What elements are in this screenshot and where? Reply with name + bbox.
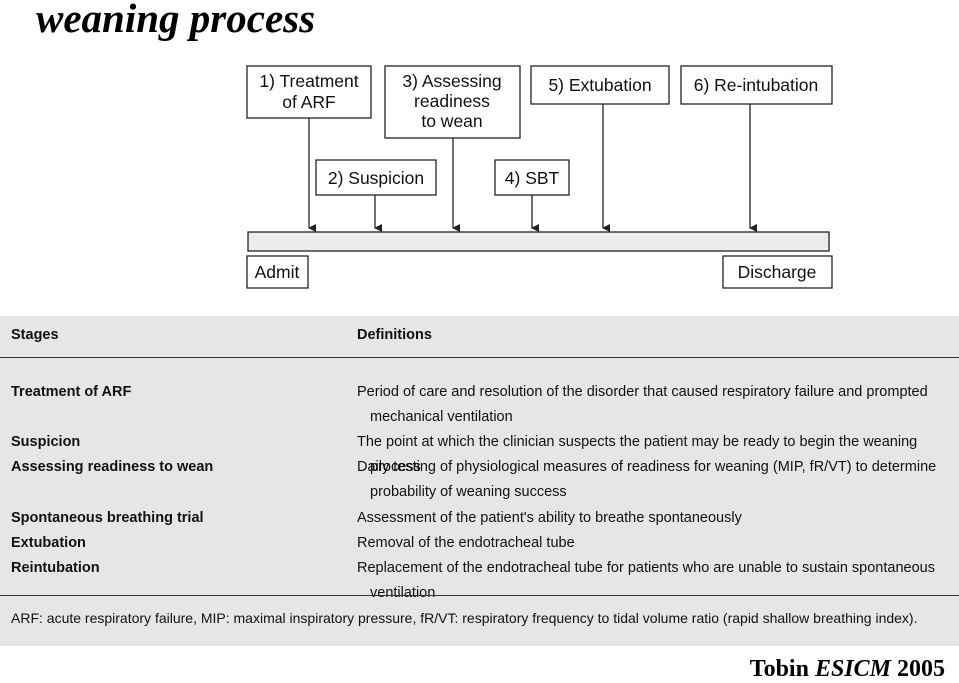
header-divider xyxy=(0,357,959,358)
stage-cell: Assessing readiness to wean xyxy=(11,459,214,475)
table-footnote: ARF: acute respiratory failure, MIP: max… xyxy=(11,610,918,626)
admit-label: Admit xyxy=(255,262,300,282)
citation-year: 2005 xyxy=(897,656,945,682)
footnote-divider xyxy=(0,595,959,596)
stage-box-3-line-1: 3) Assessing xyxy=(402,71,501,91)
stage-cell: Treatment of ARF xyxy=(11,384,132,400)
stage-cell: Suspicion xyxy=(11,434,81,450)
stage-box-1-line-1: 1) Treatment xyxy=(259,71,358,91)
stage-box-3-line-3: to wean xyxy=(421,111,482,131)
stage-box-3-line-2: readiness xyxy=(414,91,490,111)
page-title: weaning process xyxy=(36,0,316,41)
stage-box-6-line-1: 6) Re-intubation xyxy=(694,75,819,95)
timeline-bar xyxy=(247,231,830,252)
definition-cell: Removal of the endotracheal tube xyxy=(357,535,575,551)
citation: Tobin ESICM 2005 xyxy=(750,656,945,683)
definition-cell: Replacement of the endotracheal tube for… xyxy=(357,560,935,601)
stage-cell: Spontaneous breathing trial xyxy=(11,510,204,526)
stage-cell: Extubation xyxy=(11,535,86,551)
citation-author: Tobin xyxy=(749,656,809,682)
weaning-timeline-diagram: 1) Treatment of ARF 2) Suspicion 3) Asse… xyxy=(246,65,833,289)
stages-definitions-table: Stages Definitions Treatment of ARF Peri… xyxy=(0,316,959,646)
column-header-stages: Stages xyxy=(11,327,59,343)
definition-cell: The point at which the clinician suspect… xyxy=(357,434,918,475)
admit-box: Admit xyxy=(246,255,309,289)
stage-box-1-line-2: of ARF xyxy=(282,92,336,112)
stage-box-4-line-1: 4) SBT xyxy=(505,168,560,188)
stage-box-2: 2) Suspicion xyxy=(315,159,437,196)
stage-box-3: 3) Assessing readiness to wean xyxy=(384,65,521,139)
stage-box-5: 5) Extubation xyxy=(530,65,670,105)
stage-cell: Reintubation xyxy=(11,560,100,576)
discharge-label: Discharge xyxy=(738,262,817,282)
column-header-definitions: Definitions xyxy=(357,327,432,343)
stage-box-5-line-1: 5) Extubation xyxy=(548,75,651,95)
stage-box-2-line-1: 2) Suspicion xyxy=(328,168,424,188)
definition-cell: Daily testing of physiological measures … xyxy=(357,459,937,500)
stage-box-1: 1) Treatment of ARF xyxy=(246,65,372,119)
discharge-box: Discharge xyxy=(722,255,833,289)
citation-source: ESICM xyxy=(814,656,891,682)
definition-cell: Period of care and resolution of the dis… xyxy=(357,384,928,425)
stage-box-4: 4) SBT xyxy=(494,159,570,196)
stage-box-6: 6) Re-intubation xyxy=(680,65,833,105)
definition-cell: Assessment of the patient's ability to b… xyxy=(357,510,742,526)
